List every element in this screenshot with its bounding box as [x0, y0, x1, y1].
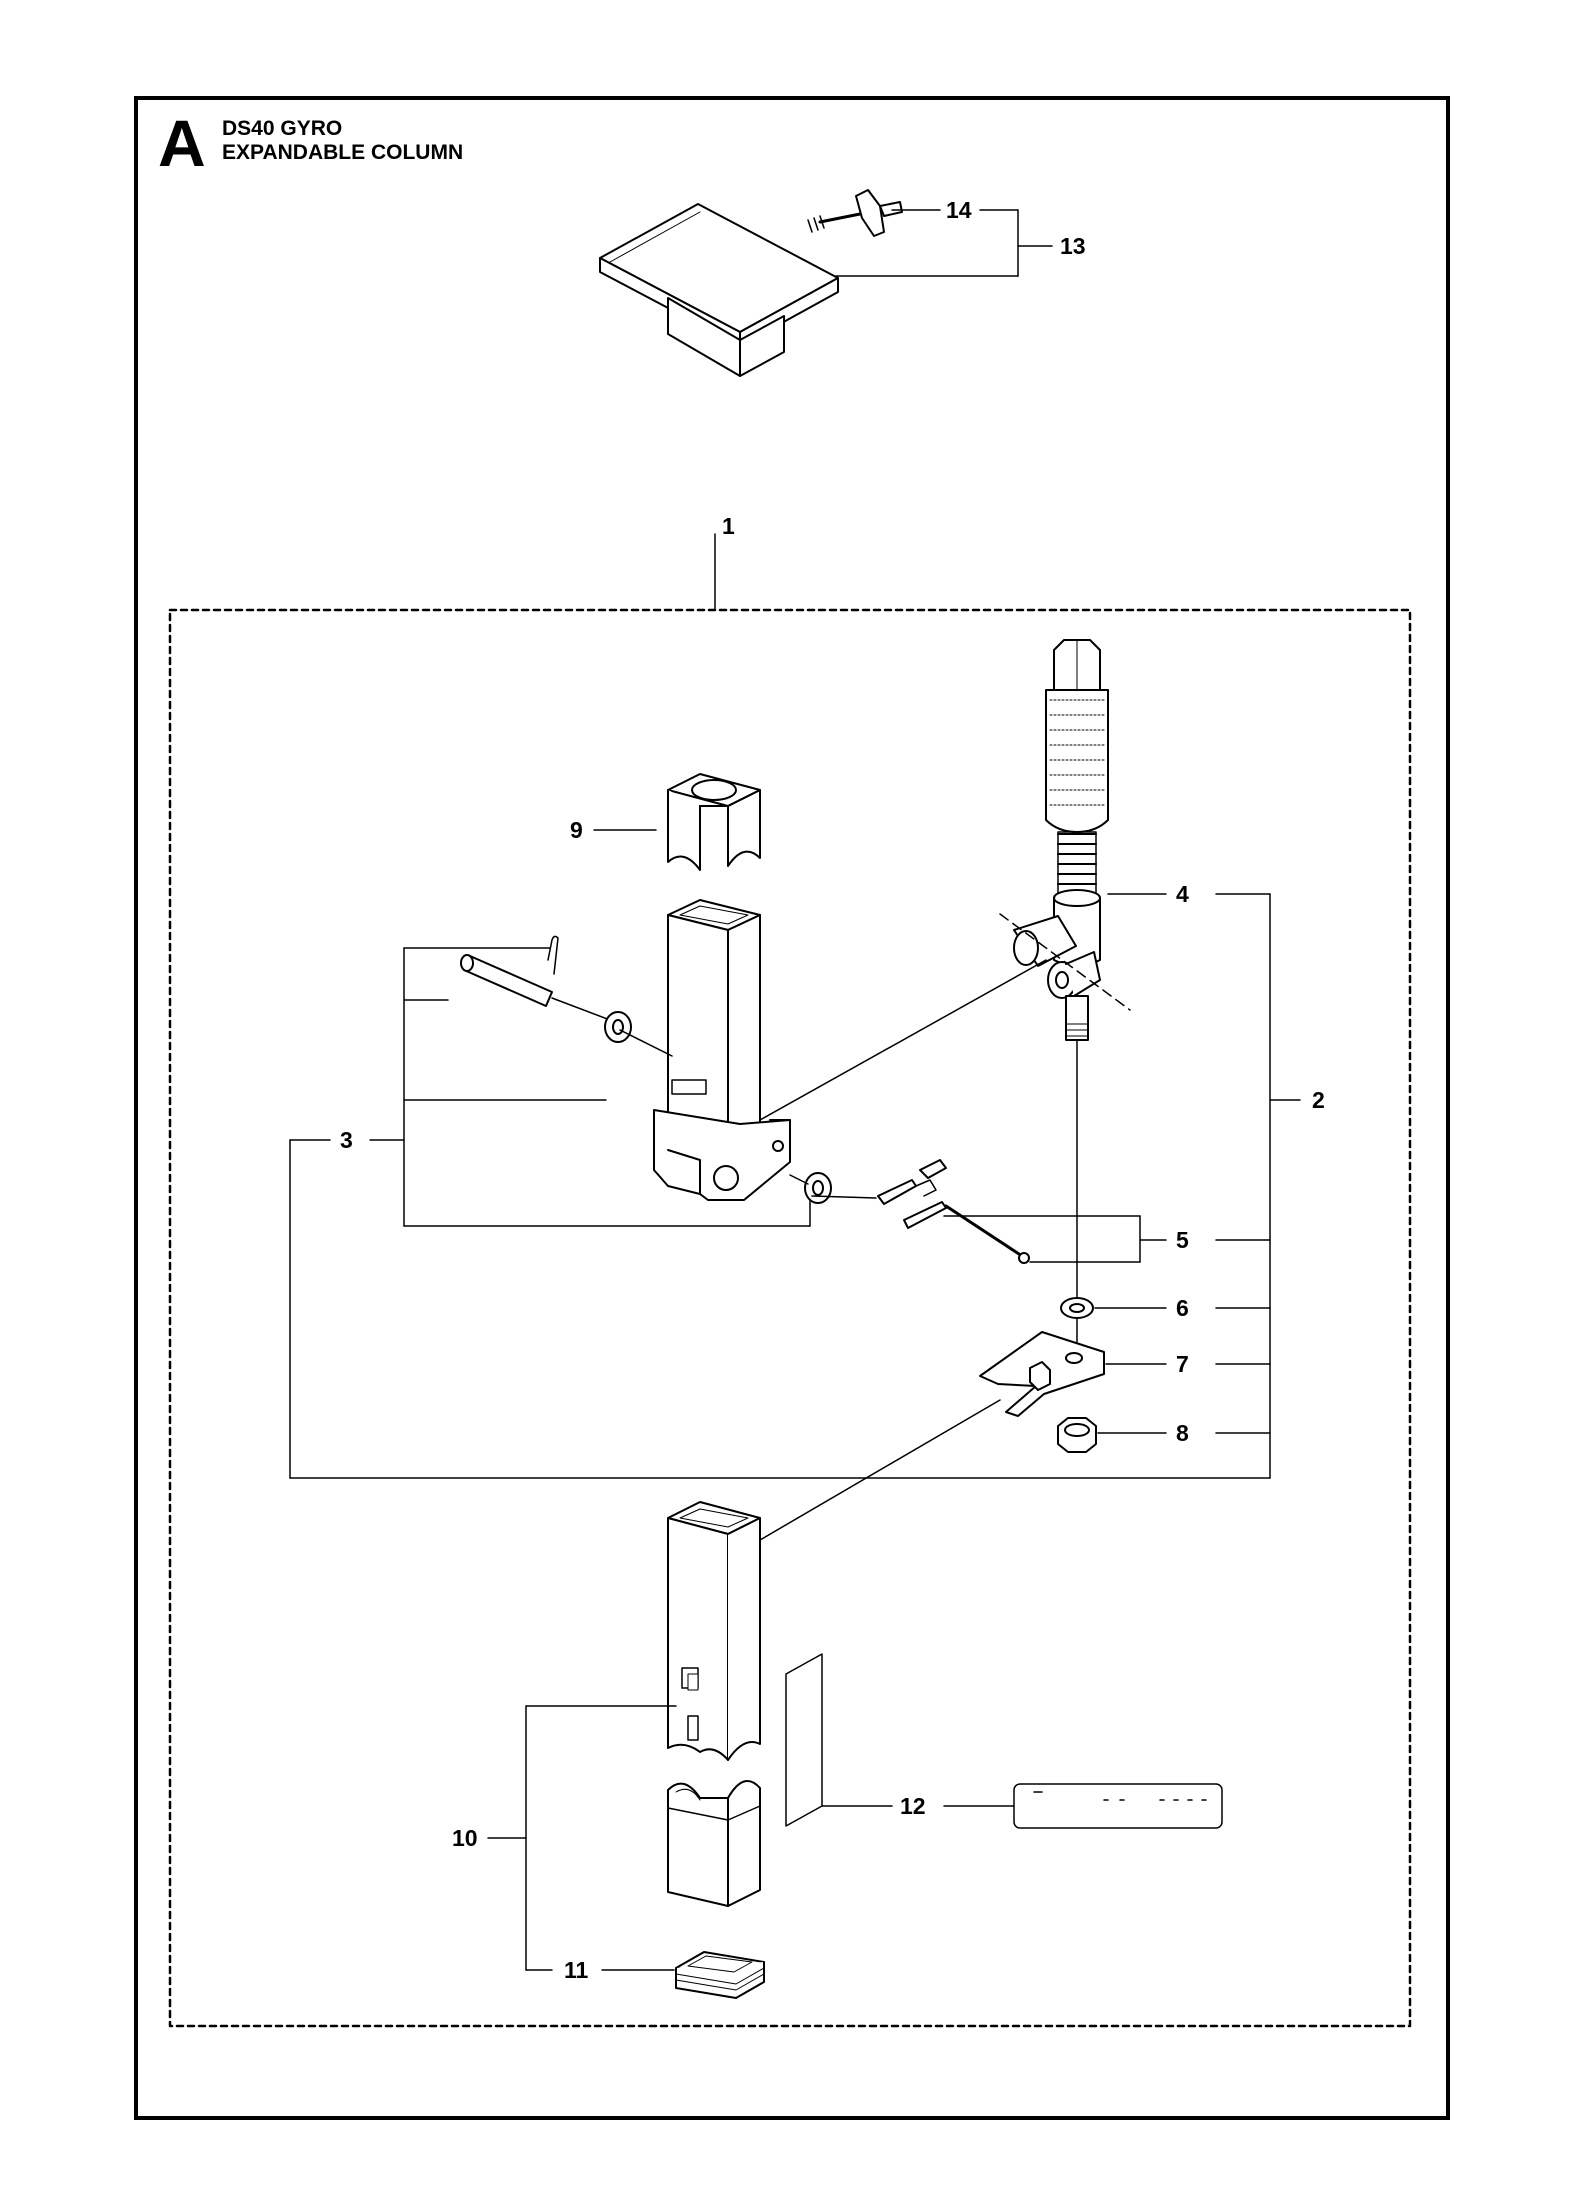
part-9-sleeve — [593, 773, 761, 871]
upper-column-tube — [653, 899, 791, 1201]
part-8-nut — [1057, 1417, 1271, 1453]
part-11-end-cap — [675, 1951, 765, 1999]
leaders-3 — [289, 947, 1271, 1479]
leaders-10-11 — [487, 1705, 677, 1971]
callout-3: 3 — [340, 1127, 353, 1153]
part-7-fork — [979, 1331, 1271, 1417]
callout-1: 1 — [722, 513, 735, 539]
section-letter: A — [158, 106, 206, 180]
part-4-adjusting-screw — [999, 639, 1131, 1041]
callout-7: 7 — [1176, 1351, 1189, 1377]
part-5-spring-pins — [811, 1159, 1030, 1264]
kit-1-boundary — [168, 533, 1412, 2028]
part-3-pin-and-washers — [460, 935, 832, 1204]
lower-column-tube — [667, 1399, 1001, 1761]
callout-4: 4 — [1176, 881, 1189, 907]
part-12-label — [785, 1653, 1223, 1829]
callout-13: 13 — [1060, 233, 1086, 259]
callout-5: 5 — [1176, 1227, 1189, 1253]
callout-6: 6 — [1176, 1295, 1189, 1321]
drawing-frame — [134, 96, 1450, 2120]
callout-10: 10 — [452, 1825, 478, 1851]
leader-column-to-screw — [759, 959, 1047, 1121]
part-13-top-plate — [599, 203, 839, 377]
diagram-title: DS40 GYRO — [222, 117, 343, 140]
part-6-washer — [1060, 1297, 1271, 1319]
callout-9: 9 — [570, 817, 583, 843]
leaders-5 — [943, 1215, 1271, 1263]
part-14-knob-screw — [807, 189, 903, 237]
callout-14: 14 — [946, 197, 972, 223]
callout-12: 12 — [900, 1793, 926, 1819]
callout-2: 2 — [1312, 1087, 1325, 1113]
diagram-subtitle: EXPANDABLE COLUMN — [222, 141, 464, 164]
callout-11: 11 — [564, 1957, 589, 1983]
part-10-lower-sleeve — [667, 1779, 761, 1907]
callout-8: 8 — [1176, 1420, 1189, 1446]
leaders-2-4 — [1107, 893, 1301, 1479]
leaders-13-14 — [835, 209, 1053, 277]
